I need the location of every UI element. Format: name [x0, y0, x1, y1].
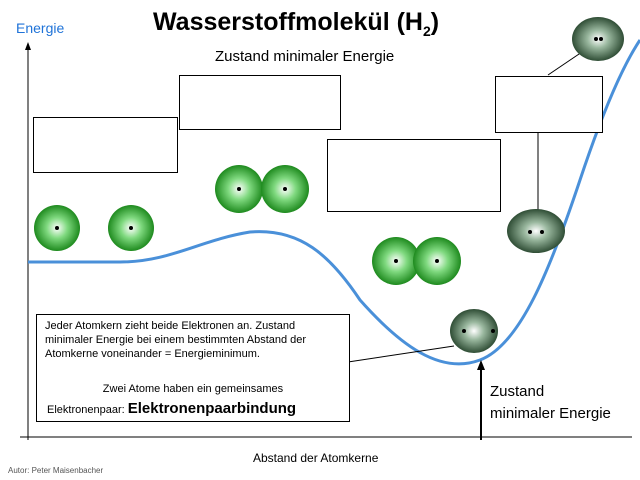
molecule-at-minimum	[450, 309, 498, 353]
y-axis-arrow	[25, 42, 31, 50]
author-credit: Autor: Peter Maisenbacher	[8, 466, 103, 475]
bond-type-line: Elektronenpaar: Elektronenpaarbindung	[47, 400, 296, 417]
connector-line-top	[548, 52, 582, 75]
x-axis-label: Abstand der Atomkerne	[253, 451, 378, 465]
info-box: Jeder Atomkern zieht beide Elektronen an…	[36, 314, 350, 422]
atom-overlap-left	[372, 237, 420, 285]
shared-pair-text: Zwei Atome haben ein gemeinsames	[37, 383, 349, 395]
molecule-compressed	[507, 209, 565, 253]
atom-touching-right	[261, 165, 309, 213]
y-axis-label: Energie	[16, 20, 64, 36]
empty-box-4	[495, 76, 603, 133]
subtitle: Zustand minimaler Energie	[215, 48, 394, 65]
atom-overlap-right	[413, 237, 461, 285]
empty-box-2	[179, 75, 341, 130]
atom-far-left	[34, 205, 80, 251]
bond-type-name: Elektronenpaarbindung	[128, 400, 296, 417]
info-text: Jeder Atomkern zieht beide Elektronen an…	[45, 319, 345, 361]
atom-far-right	[108, 205, 154, 251]
atom-touching-left	[215, 165, 263, 213]
empty-box-3	[327, 139, 501, 212]
minimum-state-label: Zustand minimaler Energie	[490, 381, 640, 425]
empty-box-1	[33, 117, 178, 173]
molecule-very-compressed	[572, 17, 624, 61]
page-title: Wasserstoffmolekül (H2)	[153, 8, 439, 39]
